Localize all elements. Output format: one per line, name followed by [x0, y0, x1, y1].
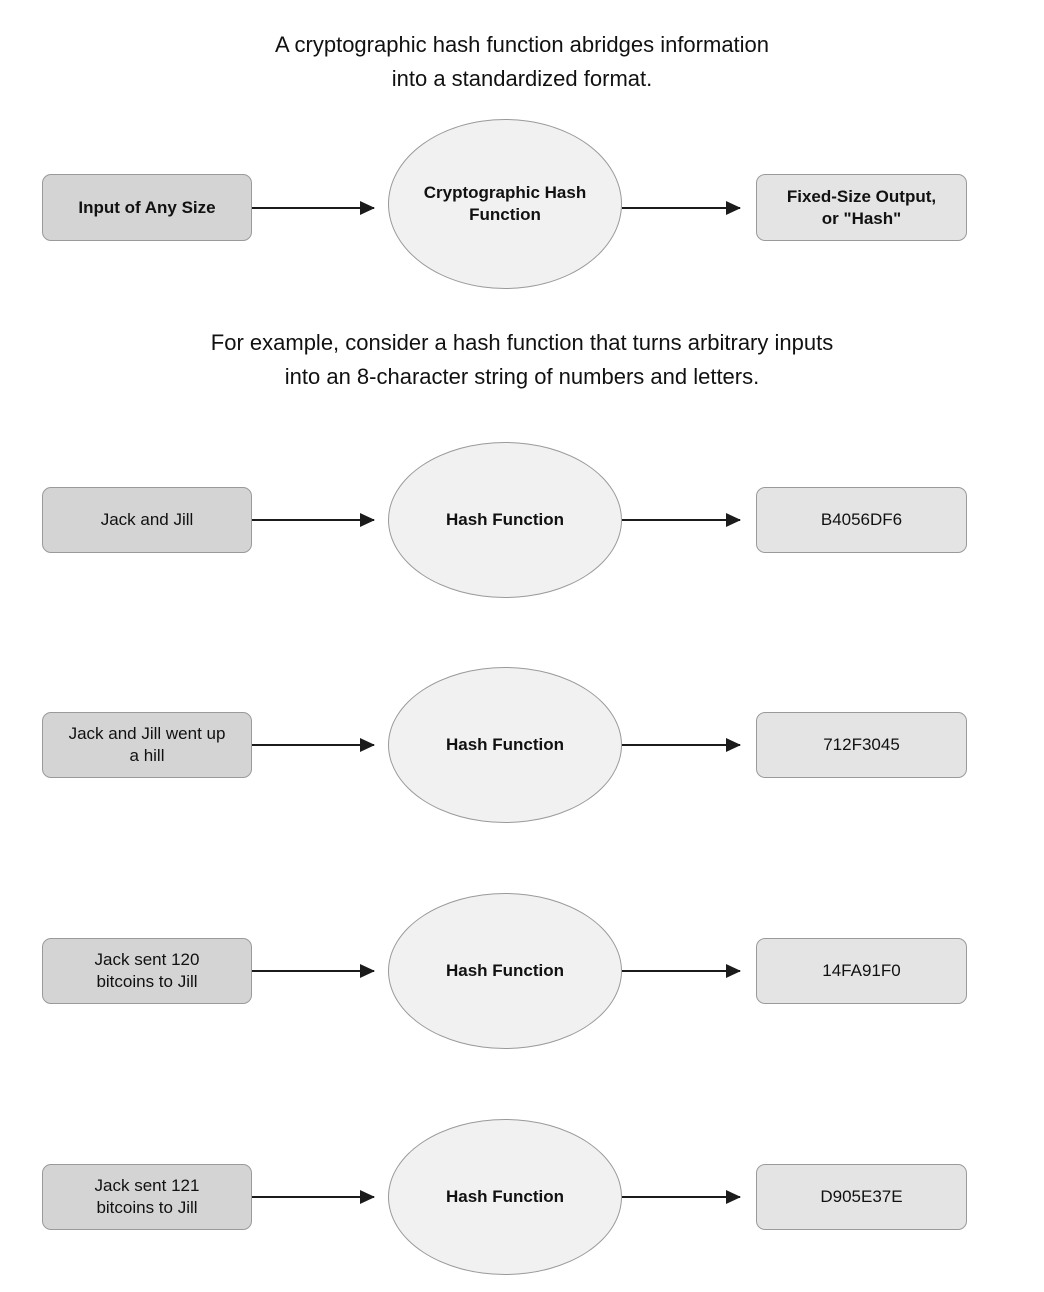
arrow-input-to-function: [252, 201, 375, 215]
example-caption: For example, consider a hash function th…: [210, 330, 834, 389]
output-node-hash-4[interactable]: D905E37E: [756, 1164, 967, 1230]
arrow-input-to-function: [252, 738, 375, 752]
output-node-hash-2[interactable]: 712F3045: [756, 712, 967, 778]
arrow-function-to-output: [622, 964, 741, 978]
process-node-hash-function[interactable]: Hash Function: [388, 893, 622, 1049]
arrow-function-to-output: [622, 513, 741, 527]
process-node-hash-function[interactable]: Hash Function: [388, 667, 622, 823]
arrow-function-to-output: [622, 201, 741, 215]
arrow-input-to-function: [252, 513, 375, 527]
intro-caption: A cryptographic hash function abridges i…: [274, 32, 770, 91]
arrow-function-to-output: [622, 1190, 741, 1204]
output-node-hash-3[interactable]: 14FA91F0: [756, 938, 967, 1004]
output-node-fixed-size-hash[interactable]: Fixed-Size Output, or "Hash": [756, 174, 967, 241]
input-node-example-4[interactable]: Jack sent 121 bitcoins to Jill: [42, 1164, 252, 1230]
arrow-function-to-output: [622, 738, 741, 752]
process-node-cryptographic-hash-function[interactable]: Cryptographic Hash Function: [388, 119, 622, 289]
arrow-input-to-function: [252, 1190, 375, 1204]
input-node-example-1[interactable]: Jack and Jill: [42, 487, 252, 553]
input-node-any-size[interactable]: Input of Any Size: [42, 174, 252, 241]
input-node-example-2[interactable]: Jack and Jill went up a hill: [42, 712, 252, 778]
arrow-input-to-function: [252, 964, 375, 978]
process-node-hash-function[interactable]: Hash Function: [388, 1119, 622, 1275]
input-node-example-3[interactable]: Jack sent 120 bitcoins to Jill: [42, 938, 252, 1004]
process-node-hash-function[interactable]: Hash Function: [388, 442, 622, 598]
output-node-hash-1[interactable]: B4056DF6: [756, 487, 967, 553]
